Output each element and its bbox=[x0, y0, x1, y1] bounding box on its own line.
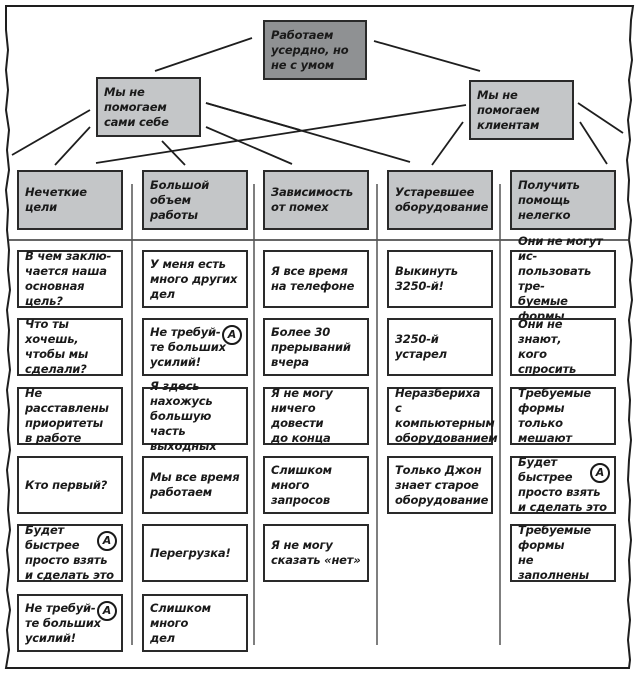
connector bbox=[205, 126, 293, 165]
issue-card: Не требуй- те больших усилий!А bbox=[142, 318, 248, 376]
category-header: Большой объем работы bbox=[142, 170, 248, 230]
connector bbox=[373, 40, 481, 72]
issue-card: Выкинуть 3250-й! bbox=[387, 250, 493, 308]
connector bbox=[579, 121, 608, 165]
issue-card-text: Я здесь нахожусь большую часть выходных bbox=[150, 378, 217, 453]
root-node: Работаем усердно, но не с умом bbox=[263, 20, 367, 80]
issue-card: Только Джон знает старое оборудование bbox=[387, 456, 493, 514]
issue-card-text: Неразбериха с компьютерным оборудованием bbox=[395, 386, 498, 445]
action-badge-icon: А bbox=[97, 531, 117, 551]
connector bbox=[154, 37, 253, 72]
issue-card: Будет быстрее просто взять и сделать это… bbox=[510, 455, 616, 514]
issue-card: Они не знают, кого спросить bbox=[510, 317, 616, 376]
branch-node-label: Мы не помогаем сами себе bbox=[104, 84, 169, 129]
connector bbox=[205, 102, 411, 163]
issue-card: Я здесь нахожусь большую часть выходных bbox=[142, 379, 248, 453]
issue-card-text: Требуемые формы не заполнены bbox=[518, 523, 592, 582]
connector bbox=[95, 104, 467, 164]
issue-card-text: Только Джон знает старое оборудование bbox=[395, 462, 489, 507]
issue-card: Что ты хочешь, чтобы мы сделали? bbox=[17, 317, 123, 376]
issue-card: У меня есть много других дел bbox=[142, 250, 248, 308]
issue-card-text: Не расставлены приоритеты в работе bbox=[25, 386, 109, 445]
action-badge-icon: А bbox=[97, 601, 117, 621]
issue-card-text: Мы все время работаем bbox=[150, 470, 240, 499]
issue-card: Слишком много дел bbox=[142, 594, 248, 652]
branch-node-label: Мы не помогаем клиентам bbox=[477, 87, 540, 132]
issue-card: Неразбериха с компьютерным оборудованием bbox=[387, 386, 498, 445]
issue-card-text: Что ты хочешь, чтобы мы сделали? bbox=[25, 317, 89, 376]
issue-card: Они не могут ис- пользовать тре- буемые … bbox=[510, 234, 616, 323]
issue-card: Я все время на телефоне bbox=[263, 250, 369, 308]
issue-card-text: Не требуй- те больших усилий! bbox=[150, 324, 226, 369]
category-header-label: Устаревшее оборудование bbox=[395, 185, 489, 214]
category-header: Нечеткие цели bbox=[17, 170, 123, 230]
action-badge-icon: А bbox=[222, 325, 242, 345]
root-node-label: Работаем усердно, но не с умом bbox=[271, 27, 349, 72]
action-badge-icon: А bbox=[590, 463, 610, 483]
issue-card-text: Будет быстрее просто взять и сделать это bbox=[25, 523, 114, 582]
issue-card: Более 30 прерываний вчера bbox=[263, 318, 369, 376]
connector bbox=[161, 140, 186, 166]
connector-lines bbox=[11, 37, 624, 166]
issue-card-text: Я не могу сказать «нет» bbox=[271, 538, 361, 567]
issue-card-text: Я все время на телефоне bbox=[271, 264, 355, 293]
category-header: Устаревшее оборудование bbox=[387, 170, 493, 230]
connector bbox=[11, 109, 91, 156]
issue-card-text: Выкинуть 3250-й! bbox=[395, 264, 458, 293]
issue-card: 3250-й устарел bbox=[387, 318, 493, 376]
issue-card: Я не могу сказать «нет» bbox=[263, 524, 369, 582]
issue-card: Требуемые формы только мешают bbox=[510, 386, 616, 445]
category-header: Получить помощь нелегко bbox=[510, 170, 616, 230]
category-header: Зависимость от помех bbox=[263, 170, 369, 230]
issue-card: Я не могу ничего довести до конца bbox=[263, 386, 369, 445]
issue-card-text: Не требуй- те больших усилий! bbox=[25, 600, 101, 645]
issue-card: Перегрузка! bbox=[142, 524, 248, 582]
category-header-label: Зависимость от помех bbox=[271, 185, 353, 214]
issue-card-text: Более 30 прерываний вчера bbox=[271, 324, 351, 369]
issue-card-text: Они не знают, кого спросить bbox=[518, 317, 577, 376]
category-header-label: Большой объем работы bbox=[150, 177, 210, 222]
branch-node-clients: Мы не помогаем клиентам bbox=[469, 80, 574, 140]
issue-card-text: Перегрузка! bbox=[150, 545, 231, 560]
branch-node-self: Мы не помогаем сами себе bbox=[96, 77, 201, 137]
issue-card-text: В чем заклю- чается наша основная цель? bbox=[25, 249, 112, 308]
issue-card: Требуемые формы не заполнены bbox=[510, 523, 616, 582]
issue-card-text: У меня есть много других дел bbox=[150, 256, 238, 301]
issue-card-text: Кто первый? bbox=[25, 477, 108, 492]
category-header-label: Нечеткие цели bbox=[25, 185, 87, 214]
issue-card: Мы все время работаем bbox=[142, 456, 248, 514]
issue-card: Кто первый? bbox=[17, 456, 123, 514]
category-header-label: Получить помощь нелегко bbox=[518, 177, 580, 222]
issue-card: Будет быстрее просто взять и сделать это… bbox=[17, 523, 123, 582]
connector bbox=[54, 126, 91, 166]
connector bbox=[577, 102, 624, 134]
issue-card-text: 3250-й устарел bbox=[395, 332, 447, 361]
issue-card: В чем заклю- чается наша основная цель? bbox=[17, 249, 123, 308]
issue-card-text: Требуемые формы только мешают bbox=[518, 386, 592, 445]
issue-card-text: Слишком много запросов bbox=[271, 462, 332, 507]
issue-card-text: Они не могут ис- пользовать тре- буемые … bbox=[518, 234, 603, 323]
connector bbox=[431, 121, 464, 166]
issue-card: Не расставлены приоритеты в работе bbox=[17, 386, 123, 445]
issue-card: Слишком много запросов bbox=[263, 456, 369, 514]
issue-card: Не требуй- те больших усилий!А bbox=[17, 594, 123, 652]
issue-card-text: Будет быстрее просто взять и сделать это bbox=[518, 455, 607, 514]
issue-card-text: Слишком много дел bbox=[150, 600, 211, 645]
issue-card-text: Я не могу ничего довести до конца bbox=[271, 386, 333, 445]
